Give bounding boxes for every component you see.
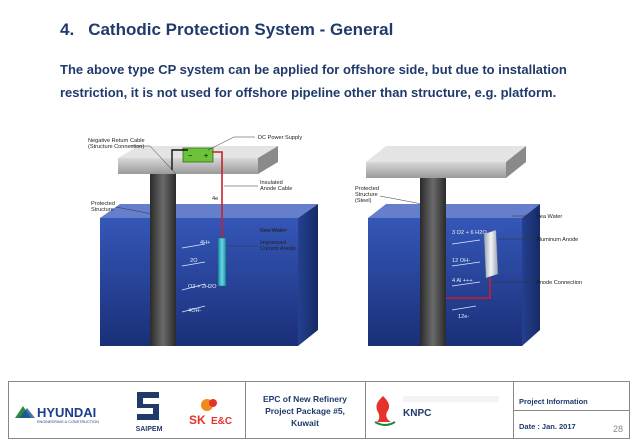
description-text: The above type CP system can be applied … [60, 62, 567, 100]
label-oh: 4OH- [188, 308, 202, 314]
minus-sign: − [188, 153, 192, 160]
hyundai-logo: HYUNDAI ENGINEERING & CONSTRUCTION [15, 405, 99, 424]
hyundai-text: HYUNDAI [37, 405, 96, 420]
slide-title: 4. Cathodic Protection System - General [60, 20, 393, 40]
label-h-plus: 4H+ [200, 240, 210, 246]
label-steel-right: (Steel) [355, 198, 372, 204]
label-anode-connection: Anode Connection [536, 280, 582, 286]
deck-top-right [366, 146, 526, 162]
water-front [100, 218, 298, 346]
label-negative-return: Negative Return Cable [88, 138, 145, 144]
hyundai-sub: ENGINEERING & CONSTRUCTION [37, 420, 99, 424]
footer-logos: HYUNDAI ENGINEERING & CONSTRUCTION SAIPE… [9, 382, 246, 438]
cathodic-diagrams: − + Negative Return Cable (Structure Con… [88, 135, 582, 346]
anode-connection-cable [446, 278, 491, 299]
current-arrow-r3 [451, 281, 481, 287]
label-impressed: Impressed [260, 240, 286, 246]
electron-arrow-r [451, 305, 477, 311]
label-electrons: 4e [212, 196, 218, 202]
negative-cable [171, 149, 188, 170]
leader-protected [115, 206, 153, 215]
knpc-flame-icon [376, 396, 391, 422]
dc-power-box [182, 147, 214, 163]
label-current-anode: Current Anode [260, 246, 296, 252]
current-arrow-4 [181, 305, 206, 313]
deck-side [258, 146, 278, 174]
label-negative-return-sub: (Structure Connection) [88, 144, 144, 150]
deck-front [118, 158, 258, 174]
impressed-current-anode [217, 237, 227, 287]
insulated-anode-cable [212, 151, 223, 260]
project-line-2: Project Package #5, [265, 406, 345, 416]
saipem-logo: SAIPEM [136, 392, 163, 433]
label-sea-water-right: Sea Water [536, 214, 562, 220]
page-number: 28 [612, 424, 623, 434]
label-dc-power: DC Power Supply [258, 135, 302, 141]
saipem-mark-icon [137, 392, 159, 420]
footer-project: EPC of New Refinery Project Package #5, … [245, 382, 366, 438]
sk-ec-text: E&C [211, 416, 232, 427]
label-protected-right: Protected [355, 186, 379, 192]
water-top-right [368, 204, 540, 218]
water-side-right [522, 204, 540, 346]
label-sea-water: Sea Water [260, 228, 286, 234]
right-diagram: Protected Structure (Steel) Sea Water Al… [355, 146, 582, 346]
label-oh-right: 12 OH- [452, 258, 470, 264]
label-protected: Protected [91, 201, 115, 207]
label-o2-reaction: 3 O2 + 6 H2O [452, 230, 487, 236]
aluminum-anode [483, 229, 499, 279]
date-label: Date : Jan. 2017 [519, 422, 576, 431]
label-anode-cable: Anode Cable [260, 186, 292, 192]
leader-dc [207, 136, 255, 151]
protected-pile [150, 170, 176, 346]
label-aluminum-anode: Aluminum Anode [536, 237, 578, 243]
project-info-label: Project Information [519, 397, 588, 406]
sk-text: SK [189, 413, 206, 427]
knpc-text: KNPC [403, 408, 431, 419]
current-arrow-1 [181, 243, 206, 249]
current-arrow-r2 [451, 261, 481, 267]
label-al-ions: 4 Al +++ [452, 278, 473, 284]
left-diagram: − + Negative Return Cable (Structure Con… [88, 135, 318, 346]
label-o2: 2O [190, 258, 198, 264]
footer-divider [513, 410, 629, 411]
project-line-3: Kuwait [291, 418, 319, 428]
deck-front-right [366, 162, 506, 178]
plus-sign: + [204, 153, 208, 160]
project-line-1: EPC of New Refinery [262, 394, 348, 404]
current-arrow-3 [181, 283, 206, 291]
footer: HYUNDAI ENGINEERING & CONSTRUCTION SAIPE… [8, 381, 630, 439]
label-structure: Structure [91, 207, 114, 213]
label-electrons-right: 12e- [458, 314, 469, 320]
label-o2-h2o: O2 + 2H2O [188, 284, 217, 290]
protected-pile-right [420, 168, 446, 346]
label-structure-right: Structure [355, 192, 378, 198]
knpc-arabic-script-icon [403, 396, 499, 402]
label-insulated: Insulated [260, 180, 283, 186]
water-top [100, 204, 318, 218]
deck-side-right [506, 146, 526, 178]
current-arrow-2 [181, 261, 206, 267]
sk-ec-logo: SK E&C [189, 399, 232, 427]
leader-protected-right [379, 195, 423, 205]
current-arrow-r1 [451, 239, 481, 245]
saipem-text: SAIPEM [136, 426, 163, 433]
leader-negative [130, 145, 177, 175]
footer-project-info: Project Information Date : Jan. 2017 28 [513, 382, 629, 438]
footer-knpc: KNPC [365, 382, 514, 438]
section-title: Cathodic Protection System - General [88, 20, 394, 39]
section-number: 4. [60, 20, 75, 39]
water-side [298, 204, 318, 346]
knpc-logo: KNPC [374, 396, 499, 426]
